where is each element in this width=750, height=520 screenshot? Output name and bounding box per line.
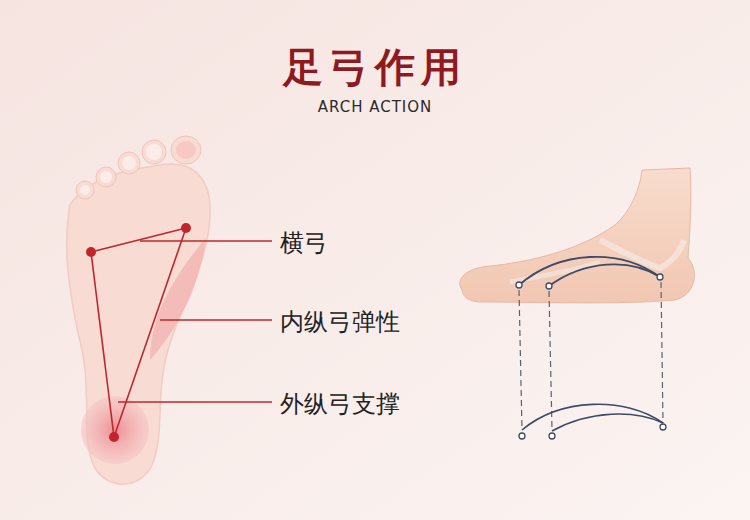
subtitle: ARCH ACTION bbox=[318, 98, 433, 116]
part-label: 外纵弓支撑 bbox=[280, 388, 400, 420]
foot-side-view bbox=[460, 168, 695, 303]
arch-point bbox=[86, 223, 191, 442]
arch-triangle bbox=[91, 228, 186, 437]
leader-line bbox=[118, 241, 272, 402]
part-label: 内纵弓弹性 bbox=[280, 306, 400, 338]
part-label: 横弓 bbox=[280, 227, 328, 259]
arch-projection bbox=[519, 404, 666, 439]
title: 足弓作用 bbox=[283, 40, 467, 95]
projection-line bbox=[519, 282, 663, 430]
foot-sole bbox=[67, 136, 210, 484]
